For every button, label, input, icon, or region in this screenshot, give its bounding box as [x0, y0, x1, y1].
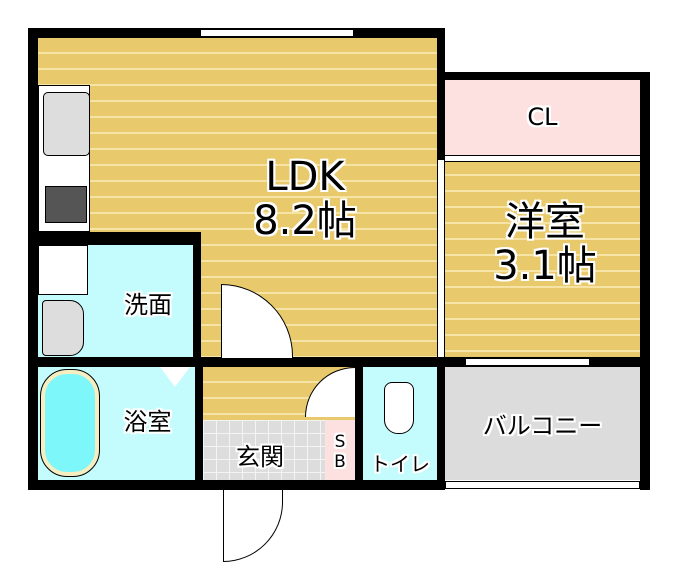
- western-room-label: 洋室 3.1帖: [470, 200, 620, 288]
- bathtub-icon: [40, 369, 100, 477]
- balcony-railing: [445, 481, 640, 489]
- entrance-floor: [203, 420, 325, 480]
- stove-icon: [45, 186, 87, 223]
- toilet-label: トイレ: [370, 452, 430, 476]
- room-name: LDK: [265, 154, 345, 200]
- wall: [437, 28, 445, 160]
- shoebox-label: SB: [334, 432, 346, 472]
- wall: [437, 72, 650, 80]
- wall: [28, 357, 650, 367]
- entrance-door[interactable]: [223, 490, 283, 562]
- entrance-label: 玄関: [236, 443, 284, 471]
- wall: [28, 480, 445, 490]
- wall: [28, 232, 200, 245]
- washbasin-icon: [42, 300, 84, 356]
- wall: [437, 357, 445, 490]
- toilet-icon: [384, 382, 414, 434]
- sink-icon: [43, 92, 90, 156]
- window: [200, 29, 354, 37]
- balcony-label: バルコニー: [482, 412, 603, 440]
- bathroom-label: 浴室: [123, 408, 172, 436]
- partition: [445, 155, 640, 162]
- room-name: 洋室: [505, 199, 585, 245]
- closet-floor: [445, 80, 640, 156]
- shoebox-floor: [325, 420, 355, 480]
- washing-machine-icon: [38, 245, 88, 295]
- room-size: 8.2帖: [253, 198, 357, 244]
- wall: [355, 367, 363, 490]
- window: [465, 358, 590, 366]
- room-size: 3.1帖: [493, 243, 597, 289]
- wall: [193, 232, 201, 367]
- western-room-floor: [445, 160, 640, 358]
- wall: [28, 28, 38, 490]
- balcony-floor: [445, 367, 640, 480]
- washroom-label: 洗面: [124, 291, 172, 319]
- sliding-door: [437, 160, 445, 357]
- ldk-label: LDK 8.2帖: [230, 155, 380, 243]
- wall: [195, 357, 203, 490]
- closet-label: CL: [527, 103, 558, 131]
- wall: [640, 72, 650, 490]
